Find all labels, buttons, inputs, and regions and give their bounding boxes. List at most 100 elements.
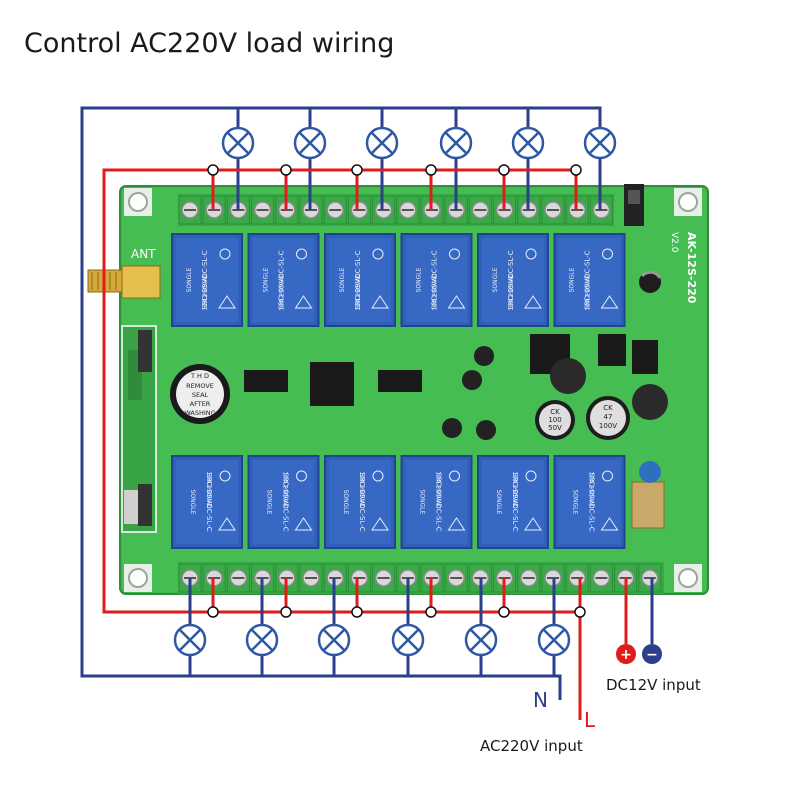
svg-text:SRD-09VDC-SL-C: SRD-09VDC-SL-C	[435, 472, 443, 531]
bottom-terminal-block	[178, 562, 664, 594]
live-junction-top-2	[280, 164, 292, 176]
svg-text:REMOVE: REMOVE	[186, 382, 214, 390]
board-model: AK-12S-220	[685, 232, 698, 304]
lamp-bottom-1	[173, 623, 207, 657]
svg-text:SRD-09VDC-SL-C: SRD-09VDC-SL-C	[205, 472, 213, 531]
live-junction-top-6	[570, 164, 582, 176]
svg-text:T H D: T H D	[190, 372, 209, 380]
svg-text:10A 250VAC: 10A 250VAC	[205, 471, 212, 508]
svg-text:10A 250VAC: 10A 250VAC	[282, 471, 289, 508]
live-junction-bottom-3	[351, 606, 363, 618]
capacitor-small	[639, 271, 661, 293]
lamp-bottom-3	[317, 623, 351, 657]
live-junction-top-4	[425, 164, 437, 176]
svg-text:50V: 50V	[548, 424, 562, 432]
buzzer: T H D REMOVE SEAL AFTER WASHING	[170, 364, 230, 424]
live-label: L	[584, 708, 596, 732]
antenna-connector	[87, 265, 161, 299]
svg-text:SRD-09VDC-SL-C: SRD-09VDC-SL-C	[358, 472, 366, 531]
svg-text:CK: CK	[603, 404, 613, 412]
rf-module	[121, 325, 157, 533]
svg-text:SONGLE: SONGLE	[495, 490, 502, 515]
svg-text:10A 250VAC: 10A 250VAC	[432, 273, 439, 310]
lamp-bottom-6	[537, 623, 571, 657]
svg-text:SONGLE: SONGLE	[189, 490, 196, 515]
live-junction-top-5	[498, 164, 510, 176]
svg-text:AFTER: AFTER	[190, 400, 211, 408]
svg-text:SRD-09VDC-SL-C: SRD-09VDC-SL-C	[584, 250, 592, 309]
svg-text:100V: 100V	[599, 422, 617, 430]
dc-plus-terminal: +	[616, 644, 636, 664]
lamp-bottom-2	[245, 623, 279, 657]
mounting-holes	[124, 188, 702, 592]
svg-text:SRD-09VDC-SL-C: SRD-09VDC-SL-C	[431, 250, 439, 309]
svg-text:SRD-09VDC-SL-C: SRD-09VDC-SL-C	[354, 250, 362, 309]
svg-text:SONGLE: SONGLE	[266, 490, 273, 515]
svg-text:SRD-09VDC-SL-C: SRD-09VDC-SL-C	[588, 472, 596, 531]
svg-text:SONGLE: SONGLE	[186, 267, 193, 292]
capacitor-1: CK 100 50V	[535, 400, 575, 440]
svg-text:100: 100	[548, 416, 561, 424]
svg-text:SEAL: SEAL	[192, 391, 209, 399]
svg-text:SRD-09VDC-SL-C: SRD-09VDC-SL-C	[511, 472, 519, 531]
live-junction-bottom-4	[425, 606, 437, 618]
lamp-top-5	[511, 126, 545, 160]
live-junction-bottom-5	[498, 606, 510, 618]
dc-minus-label: −	[646, 647, 658, 663]
svg-text:47: 47	[604, 413, 613, 421]
svg-text:10A 250VAC: 10A 250VAC	[508, 273, 515, 310]
svg-text:SONGLE: SONGLE	[419, 490, 426, 515]
top-terminal-block	[178, 194, 614, 226]
svg-text:SONGLE: SONGLE	[339, 267, 346, 292]
svg-text:SONGLE: SONGLE	[492, 267, 499, 292]
svg-text:SONGLE: SONGLE	[572, 490, 579, 515]
lamps-bottom	[173, 623, 571, 657]
capacitor-small-2	[474, 346, 494, 366]
ac-input-label: AC220V input	[480, 737, 583, 755]
board-version: V2.0	[669, 232, 679, 253]
live-junction-bottom-2	[280, 606, 292, 618]
antenna-label: ANT	[131, 247, 156, 261]
varistor	[639, 461, 661, 483]
dc-plus-label: +	[620, 647, 632, 663]
lamp-top-1	[221, 126, 255, 160]
inductor-2	[632, 384, 668, 420]
svg-text:10A 250VAC: 10A 250VAC	[355, 273, 362, 310]
svg-text:WASHING: WASHING	[184, 409, 215, 417]
svg-text:SRD-09VDC-SL-C: SRD-09VDC-SL-C	[282, 472, 290, 531]
svg-text:10A 250VAC: 10A 250VAC	[511, 471, 518, 508]
dc-input-label: DC12V input	[606, 676, 701, 694]
fuse-resistor	[631, 481, 665, 529]
lamp-top-4	[439, 126, 473, 160]
svg-text:SONGLE: SONGLE	[342, 490, 349, 515]
diagram-title: Control AC220V load wiring	[24, 28, 395, 59]
capacitor-2: CK 47 100V	[586, 396, 630, 440]
lamp-top-6	[583, 126, 617, 160]
lamp-bottom-4	[391, 623, 425, 657]
svg-text:10A 250VAC: 10A 250VAC	[435, 471, 442, 508]
live-junction-top-1	[207, 164, 219, 176]
svg-text:10A 250VAC: 10A 250VAC	[585, 273, 592, 310]
live-junction-bottom-6	[574, 606, 586, 618]
lamp-top-3	[365, 126, 399, 160]
svg-text:SONGLE: SONGLE	[263, 267, 270, 292]
svg-text:CK: CK	[550, 408, 560, 416]
svg-text:10A 250VAC: 10A 250VAC	[202, 273, 209, 310]
inductor-1	[550, 358, 586, 394]
lamp-bottom-5	[464, 623, 498, 657]
